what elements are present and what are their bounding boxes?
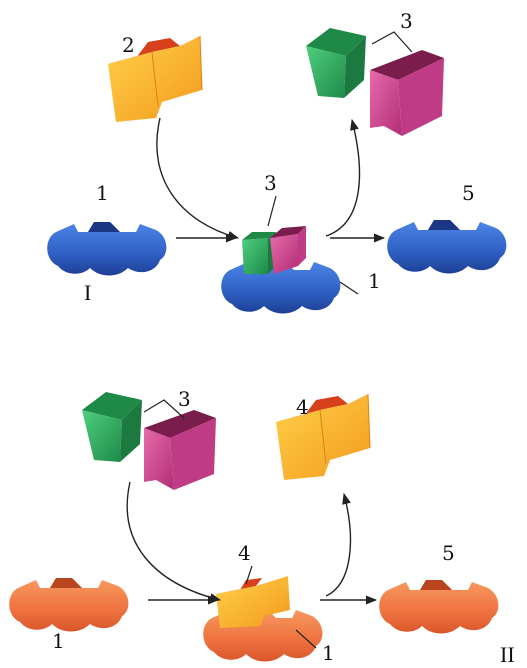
label-complex-enzyme-1: 1 <box>368 269 381 293</box>
label-enzyme-5: 5 <box>442 541 455 565</box>
arrow-substrates-in <box>126 481 222 602</box>
substrate-block <box>108 35 203 122</box>
bound-blocks <box>242 226 306 274</box>
panel-roman-I: I <box>84 280 91 305</box>
panel-roman-II: II <box>500 642 515 667</box>
complex-enzyme-leader <box>295 629 317 649</box>
bound-block <box>216 576 290 628</box>
label-products-3: 3 <box>400 9 413 33</box>
label-substrates-3: 3 <box>178 387 191 411</box>
enzyme-left <box>9 578 129 632</box>
panel-II: 3 4 1 4 1 5 II <box>9 387 515 667</box>
panel-I: 2 3 1 I 3 <box>47 9 507 314</box>
product-block <box>276 393 371 480</box>
products-leader <box>371 31 413 53</box>
label-complex-enzyme-1: 1 <box>322 641 335 665</box>
enzyme-right <box>379 580 499 634</box>
enzyme-left <box>47 222 167 276</box>
label-product-4: 4 <box>296 395 309 419</box>
arrow-product-out <box>325 492 352 597</box>
enzyme-right <box>387 220 507 274</box>
label-enzyme-1: 1 <box>96 181 109 205</box>
substrate-blocks <box>82 392 216 490</box>
complex-enzyme-leader <box>339 281 359 295</box>
arrow-products-out <box>325 118 361 237</box>
label-complex-4: 4 <box>238 541 251 565</box>
complex-leader <box>267 195 277 227</box>
label-substrate-2: 2 <box>122 33 135 57</box>
product-blocks <box>306 28 444 136</box>
substrates-leader <box>143 399 185 419</box>
arrow-substrate-in <box>156 117 240 240</box>
complex-leader <box>245 565 253 585</box>
label-complex-3: 3 <box>264 171 277 195</box>
label-enzyme-5: 5 <box>462 181 475 205</box>
label-enzyme-1: 1 <box>52 629 65 653</box>
